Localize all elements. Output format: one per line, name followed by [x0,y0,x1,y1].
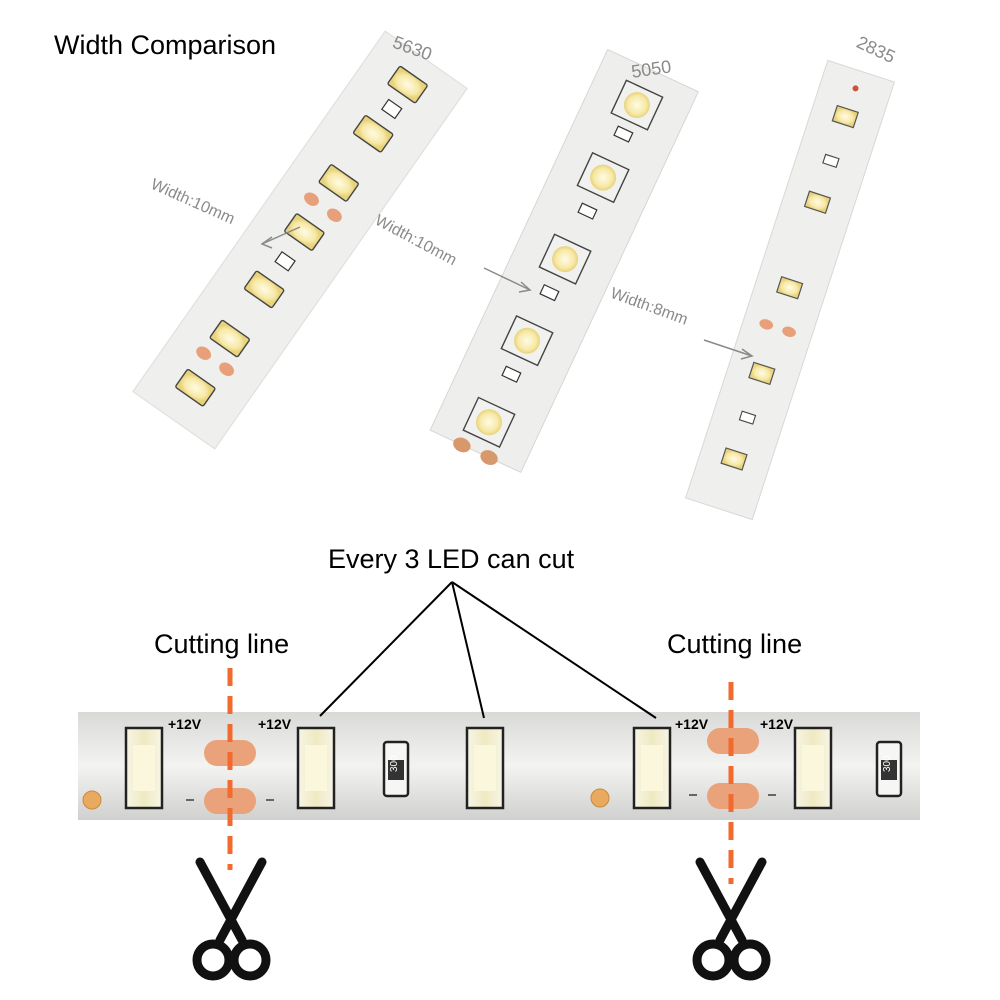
pad-label: +12V [675,716,709,732]
scissors-icon [692,857,771,981]
every-3-led-label: Every 3 LED can cut [328,544,575,574]
bottom-led-strip [78,712,920,820]
resistor-label: 300 [389,755,400,772]
strip-5050 [429,48,699,474]
pad-label: +12V [760,716,794,732]
page-title: Width Comparison [54,30,277,60]
width-arrow-5630 [260,226,301,249]
width-arrow-5050 [483,267,532,293]
pointer-lines [319,581,657,719]
width-arrow-2835 [703,339,754,360]
scissors-icon [192,857,271,981]
strip-5630 [132,30,468,450]
resistor-label: 300 [882,755,893,772]
strip-2835 [685,59,895,521]
pad-label: +12V [168,716,202,732]
pad-label: +12V [258,716,292,732]
cutting-line-label-right: Cutting line [667,629,803,659]
cutting-line-label-left: Cutting line [154,629,290,659]
